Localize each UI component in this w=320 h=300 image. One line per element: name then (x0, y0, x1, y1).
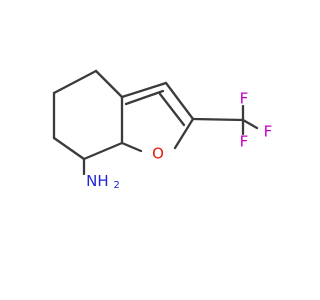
cf3-bond-right (241, 118, 259, 130)
amine-text: NH (86, 172, 109, 190)
fluorine-label-top: F (240, 90, 249, 108)
ring-bond-c1-c2 (52, 69, 98, 95)
atom-labels: O F F F NH 2 (86, 90, 272, 192)
ring-bond-c4-c5 (82, 141, 124, 161)
molecule-structure: O F F F NH 2 (52, 69, 272, 192)
oxygen-label: O (152, 145, 164, 163)
furan-bond-c7-c8-outer (164, 81, 195, 121)
furan-bond-c8-cf3 (191, 117, 245, 122)
ring-bond-c3-c4 (52, 136, 86, 161)
fused-bond-double-inner (124, 89, 165, 106)
amine-subscript: 2 (113, 180, 119, 191)
amine-label: NH 2 (86, 172, 120, 192)
furan-bond-c8-o (173, 117, 195, 150)
ring-bond-c6-c1 (94, 69, 124, 99)
fluorine-label-right: F (264, 123, 273, 141)
bond-layer (52, 69, 259, 176)
fused-bond-double-outer (120, 81, 168, 99)
furan-bond-c7-c8-inner (158, 92, 186, 127)
fluorine-label-bottom: F (240, 133, 249, 151)
furan-bond-o-c5 (120, 141, 143, 153)
molecule-canvas: O F F F NH 2 (52, 69, 273, 192)
